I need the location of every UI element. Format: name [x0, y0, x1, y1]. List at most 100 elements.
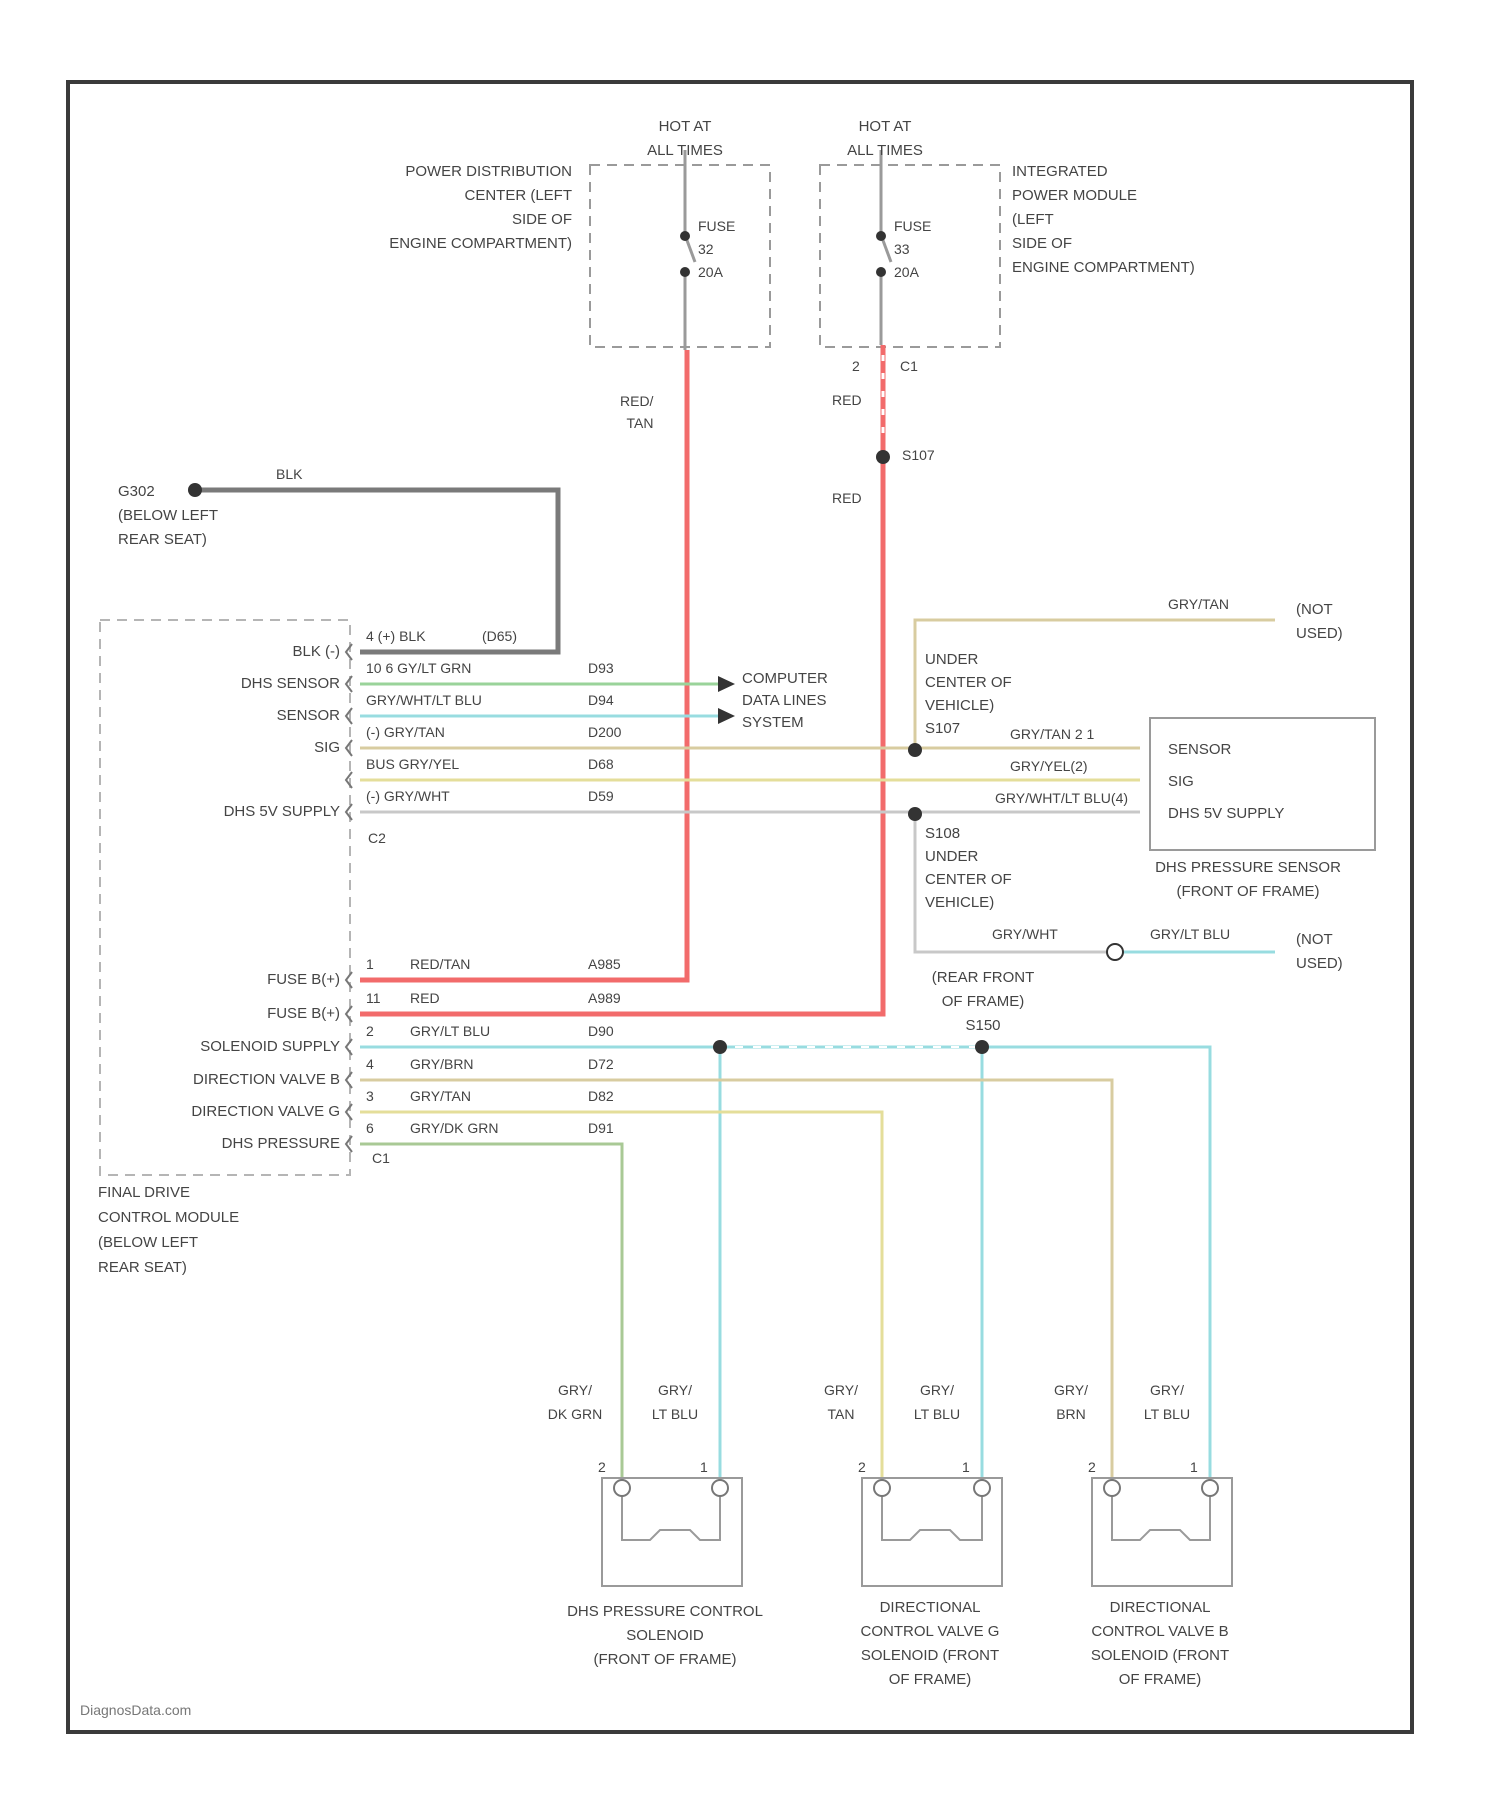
rear-front-s150-label: (REAR FRONT OF FRAME) S150: [898, 966, 1068, 1038]
wire-gry-brn: [360, 1080, 1112, 1485]
splice-s108-dot: [908, 807, 922, 821]
module-c2-pin-2: GRY/WHT/LT BLU: [366, 692, 482, 708]
fuse-left-hot-label: HOT AT ALL TIMES: [625, 115, 745, 163]
fuse-right-name: FUSE 33 20A: [894, 215, 931, 284]
module-c2-label-3: SIG: [130, 736, 340, 760]
module-c2-pin-4: BUS GRY/YEL: [366, 756, 459, 772]
fuse-left-location: POWER DISTRIBUTION CENTER (LEFT SIDE OF …: [300, 160, 572, 256]
wire-label-gry-tan-top: GRY/TAN: [1168, 596, 1229, 612]
sol1-pin2-num: 2: [598, 1459, 606, 1475]
watermark: DiagnosData.com: [80, 1698, 191, 1722]
module-c1-wire-1: RED: [410, 990, 440, 1006]
wire-label-red-1: RED: [832, 392, 862, 408]
module-c2-pin-1: 10 6 GY/LT GRN: [366, 660, 471, 676]
fuse-right-terminal-bottom: [876, 267, 886, 277]
module-c1-circuit-3: D72: [588, 1056, 614, 1072]
sol3-pin2-num: 2: [1088, 1459, 1096, 1475]
module-c2-pin-5: (-) GRY/WHT: [366, 788, 450, 804]
sol3-pin1-num: 1: [1190, 1459, 1198, 1475]
module-c1-wire-2: GRY/LT BLU: [410, 1023, 490, 1039]
fuse-right-location: INTEGRATED POWER MODULE (LEFT SIDE OF EN…: [1012, 160, 1272, 280]
module-c2-label-1: DHS SENSOR: [130, 672, 340, 696]
solenoid-coil-2: [882, 1488, 982, 1540]
sol1-pin1: [712, 1480, 728, 1496]
wire-label-red-2: RED: [832, 490, 862, 506]
module-c1-pin-3: 4: [366, 1056, 374, 1072]
arrow-data-2: [718, 708, 735, 724]
not-used-2-label: (NOT USED): [1296, 928, 1343, 976]
connector-nu-2: [1107, 944, 1123, 960]
module-c1-label-3: DIRECTION VALVE B: [110, 1068, 340, 1092]
not-used-1-label: (NOT USED): [1296, 598, 1343, 646]
sensor-box-line-2: SIG: [1168, 770, 1194, 794]
sol2-pin2: [874, 1480, 890, 1496]
wire-label-blk: BLK: [276, 466, 302, 482]
module-c1-label-4: DIRECTION VALVE G: [110, 1100, 340, 1124]
sol1-name: DHS PRESSURE CONTROL SOLENOID (FRONT OF …: [520, 1600, 810, 1672]
module-c2-circuit-5: D59: [588, 788, 614, 804]
module-c1-circuit-5: D91: [588, 1120, 614, 1136]
sol1-pin1-num: 1: [700, 1459, 708, 1475]
module-c1-wire-3: GRY/BRN: [410, 1056, 474, 1072]
module-c2-circuit-2: D94: [588, 692, 614, 708]
module-c2-connector: C2: [368, 830, 386, 846]
sol2-left-wire: GRY/ TAN: [796, 1378, 886, 1426]
module-c1-wire-0: RED/TAN: [410, 956, 470, 972]
module-c2-circuit-1: D93: [588, 660, 614, 676]
module-c1-connector: C1: [372, 1150, 390, 1166]
fuse-right-hot-label: HOT AT ALL TIMES: [825, 115, 945, 163]
under-center-s107-label: UNDER CENTER OF VEHICLE) S107: [925, 648, 1012, 740]
sensor-box-line-3: DHS 5V SUPPLY: [1168, 802, 1284, 826]
solenoid-coil-3: [1112, 1488, 1210, 1540]
fuse-box-left: [590, 165, 770, 347]
wire-label-red-tan: RED/ TAN: [620, 390, 653, 434]
fuse-right-pin: 2: [852, 358, 860, 374]
sensor-box-line-1: SENSOR: [1168, 738, 1231, 762]
module-c2-pin-3: (-) GRY/TAN: [366, 724, 445, 740]
module-c2-circuit-3: D200: [588, 724, 621, 740]
module-name: FINAL DRIVE CONTROL MODULE (BELOW LEFT R…: [98, 1180, 239, 1280]
splice-solenoid-1: [713, 1040, 727, 1054]
sensor-wire-b: GRY/YEL(2): [1010, 758, 1088, 774]
module-c1-wire-5: GRY/DK GRN: [410, 1120, 498, 1136]
module-c1-pin-0: 1: [366, 956, 374, 972]
sol2-pin1-num: 1: [962, 1459, 970, 1475]
splice-s107-under-dot: [908, 743, 922, 757]
sol3-pin2: [1104, 1480, 1120, 1496]
sensor-wire-a: GRY/TAN 2 1: [1010, 726, 1094, 742]
module-c1-label-5: DHS PRESSURE: [110, 1132, 340, 1156]
module-c1-label-0: FUSE B(+): [110, 968, 340, 992]
fuse-right-terminal-top: [876, 231, 886, 241]
module-c2-label-5: DHS 5V SUPPLY: [130, 800, 340, 824]
ground-g302-label: G302 (BELOW LEFT REAR SEAT): [118, 480, 218, 552]
sol2-pin2-num: 2: [858, 1459, 866, 1475]
module-c1-circuit-0: A985: [588, 956, 621, 972]
splice-s107-dot: [876, 450, 890, 464]
module-c1-label-1: FUSE B(+): [110, 1002, 340, 1026]
fuse-right-connector: C1: [900, 358, 918, 374]
dhs-pressure-sensor-name: DHS PRESSURE SENSOR (FRONT OF FRAME): [1108, 856, 1388, 904]
module-c2-label-2: SENSOR: [130, 704, 340, 728]
solenoid-coil-1: [622, 1488, 720, 1540]
module-c2-circuit-4: D68: [588, 756, 614, 772]
sol2-name: DIRECTIONAL CONTROL VALVE G SOLENOID (FR…: [810, 1596, 1050, 1692]
sol1-pin2: [614, 1480, 630, 1496]
under-center-s108-label: S108 UNDER CENTER OF VEHICLE): [925, 822, 1012, 914]
module-c1-label-2: SOLENOID SUPPLY: [110, 1035, 340, 1059]
sol3-left-wire: GRY/ BRN: [1026, 1378, 1116, 1426]
module-c1-wire-4: GRY/TAN: [410, 1088, 471, 1104]
module-c2-circuit-0: (D65): [482, 628, 517, 644]
sol3-pin1: [1202, 1480, 1218, 1496]
fuse-left-terminal-top: [680, 231, 690, 241]
sol2-pin1: [974, 1480, 990, 1496]
fuse-left-name: FUSE 32 20A: [698, 215, 735, 284]
wire-label-gry-wht: GRY/WHT: [992, 926, 1058, 942]
wire-label-gry-lt-blu: GRY/LT BLU: [1150, 926, 1230, 942]
arrow-data-1: [718, 676, 735, 692]
module-c1-circuit-4: D82: [588, 1088, 614, 1104]
sol3-right-wire: GRY/ LT BLU: [1122, 1378, 1212, 1426]
sol1-left-wire: GRY/ DK GRN: [530, 1378, 620, 1426]
module-c1-pin-1: 11: [366, 990, 381, 1006]
fuse-left-terminal-bottom: [680, 267, 690, 277]
